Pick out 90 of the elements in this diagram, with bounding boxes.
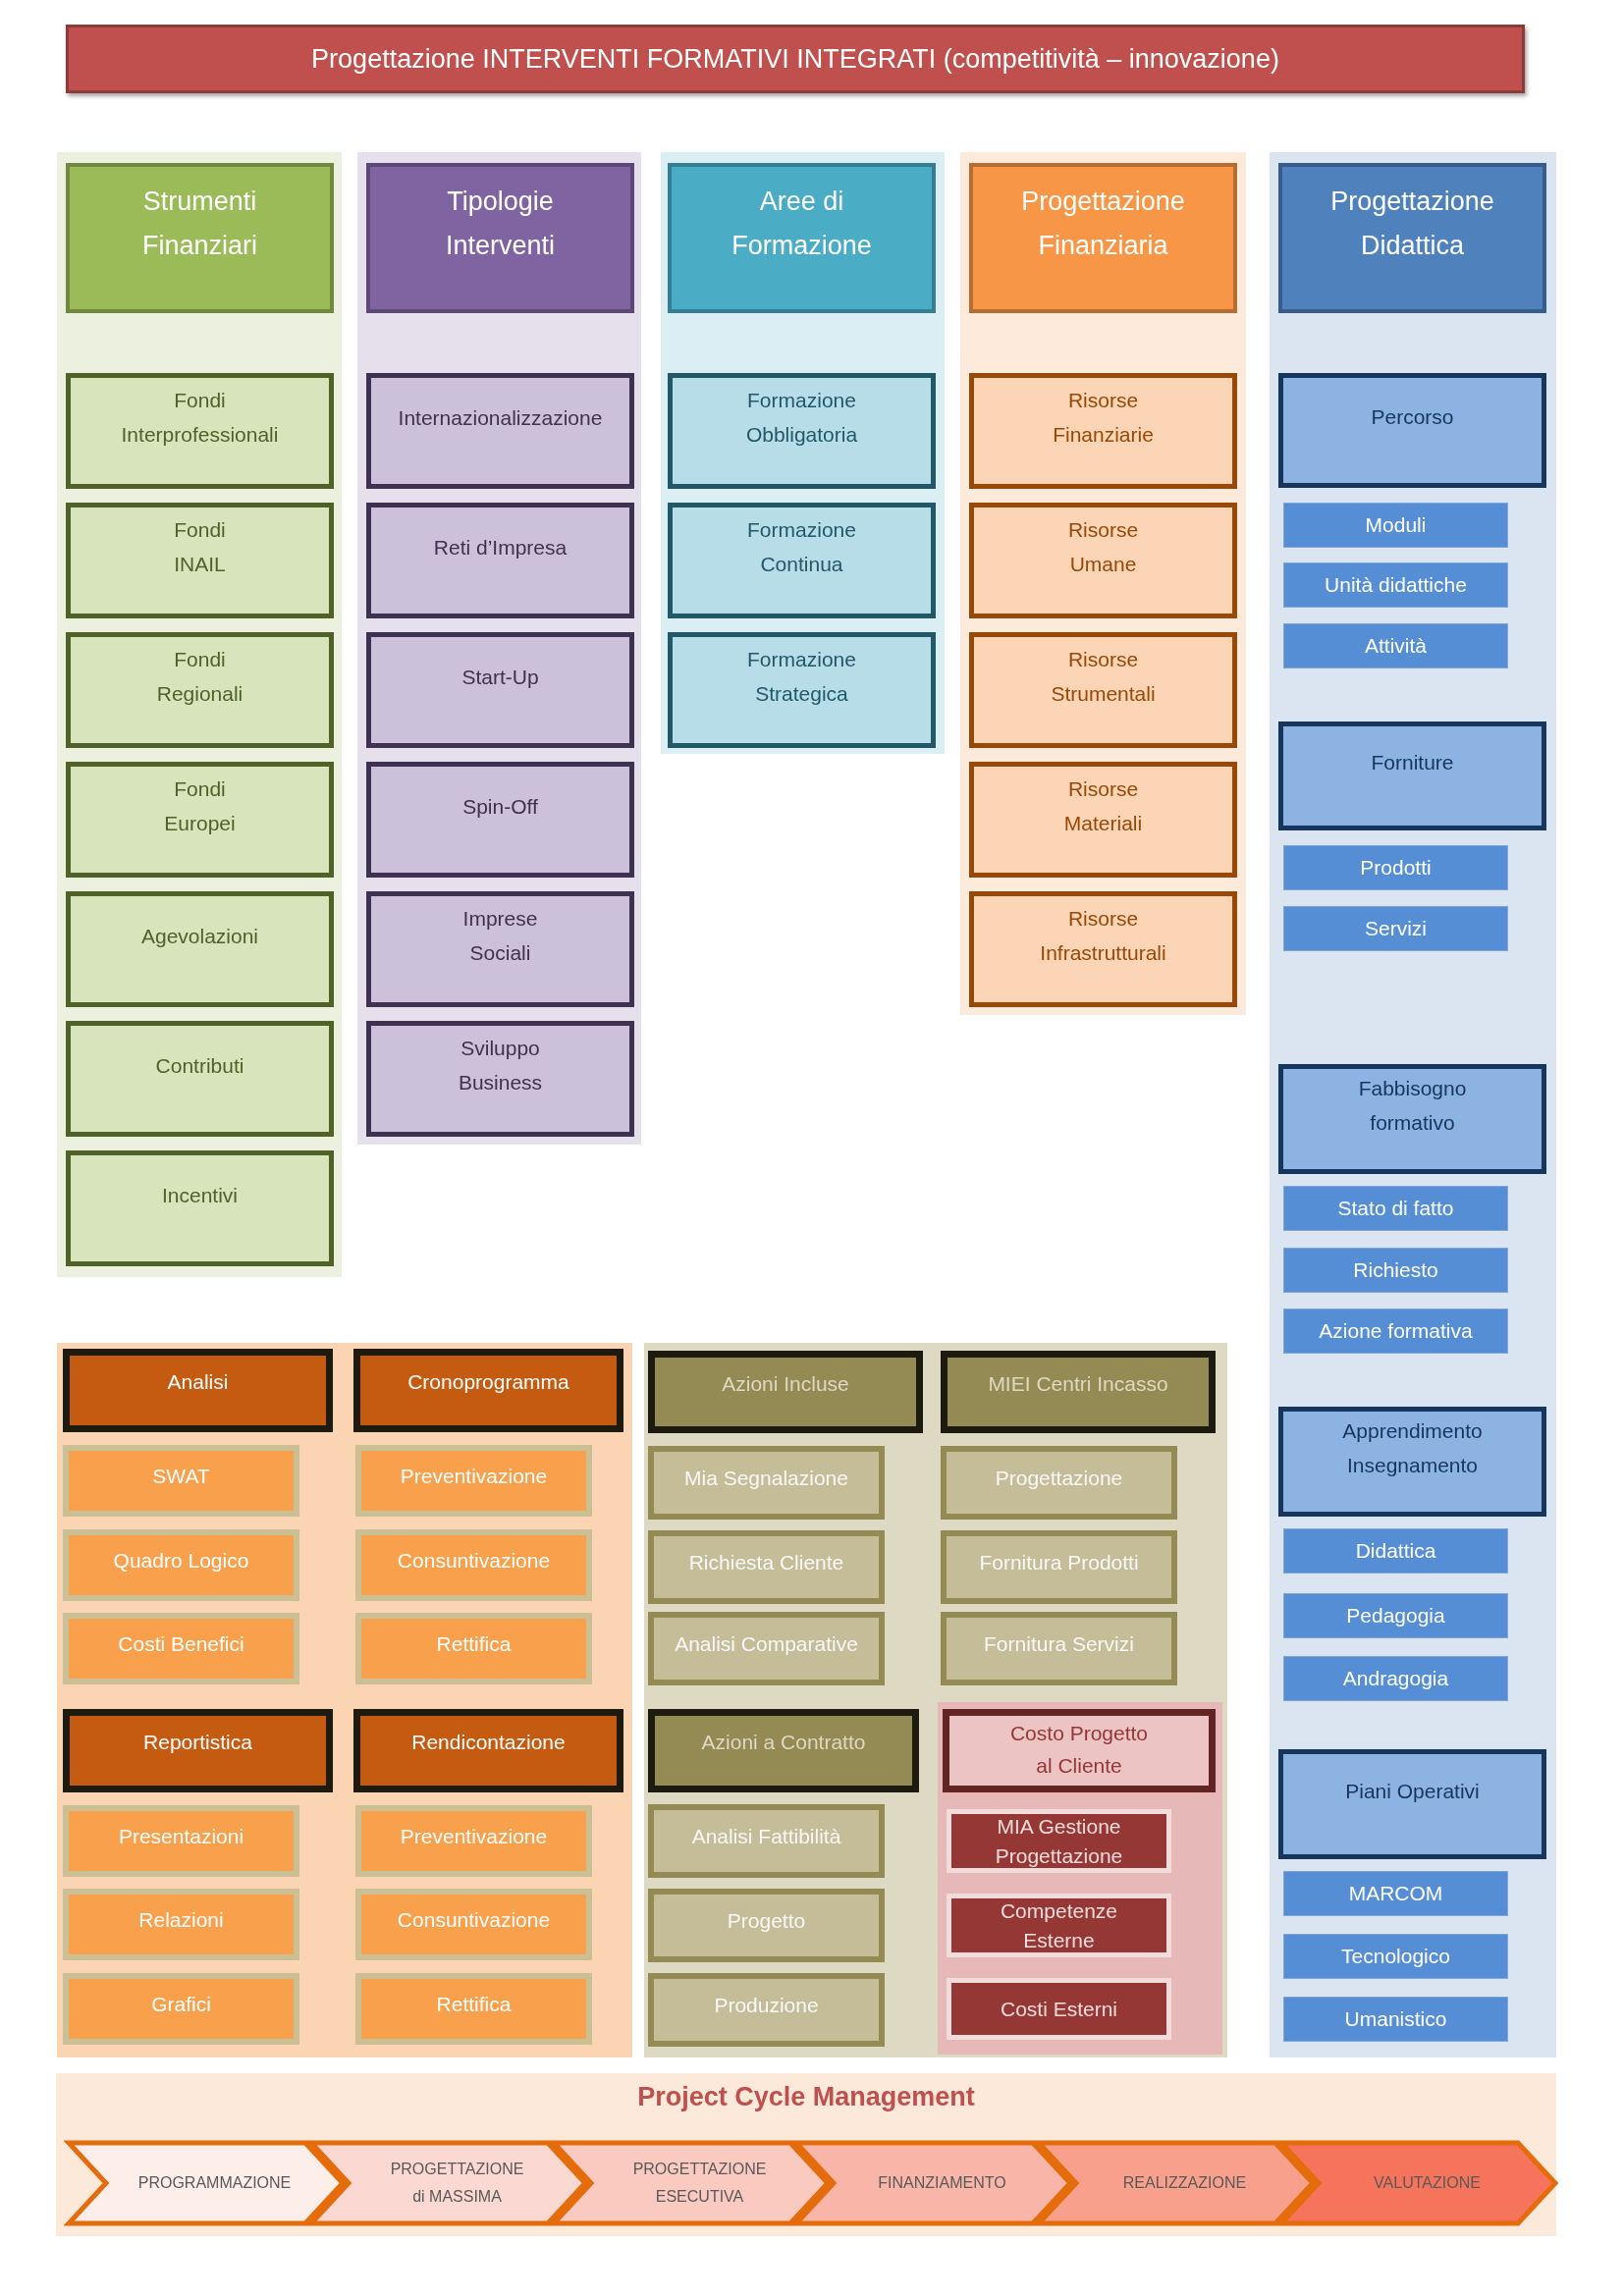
category-box: Start-Up	[366, 632, 634, 748]
group-panel	[644, 1343, 1227, 2057]
category-box: Formazione Strategica	[668, 632, 936, 748]
item-box: Preventivazione	[355, 1445, 592, 1517]
item-box: Analisi Fattibilità	[648, 1804, 885, 1878]
subitem-bar: Pedagogia	[1283, 1593, 1508, 1638]
category-box: Risorse Infrastrutturali	[969, 891, 1237, 1007]
item-box: Quadro Logico	[63, 1529, 299, 1601]
column-panel	[357, 152, 641, 1145]
subgroup-panel	[938, 1702, 1222, 2055]
item-box: Costi Benefici	[63, 1613, 299, 1684]
item-box: Rettifica	[355, 1613, 592, 1684]
subitem-bar: Servizi	[1283, 906, 1508, 951]
column-header: Strumenti Finanziari	[66, 163, 334, 313]
subitem-bar: Attività	[1283, 623, 1508, 668]
column-panel	[57, 152, 342, 1277]
subitem-bar: Moduli	[1283, 503, 1508, 548]
column-header: Tipologie Interventi	[366, 163, 634, 313]
item-box: Costi Esterni	[947, 1978, 1171, 2040]
group-header: Reportistica	[63, 1709, 333, 1792]
category-box: Spin-Off	[366, 762, 634, 878]
category-box: Agevolazioni	[66, 891, 334, 1007]
category-box: Risorse Materiali	[969, 762, 1237, 878]
group-header: Rendicontazione	[353, 1709, 623, 1792]
subitem-bar: Unità didattiche	[1283, 562, 1508, 608]
column-header: Aree di Formazione	[668, 163, 936, 313]
category-box: Internazionalizzazione	[366, 373, 634, 489]
chevron-step: VALUTAZIONE	[1276, 2138, 1560, 2228]
section-box: Apprendimento Insegnamento	[1278, 1407, 1546, 1517]
category-box: Risorse Strumentali	[969, 632, 1237, 748]
item-box: Consuntivazione	[355, 1529, 592, 1601]
item-box: Grafici	[63, 1973, 299, 2045]
column-header: Progettazione Finanziaria	[969, 163, 1237, 313]
item-box: Preventivazione	[355, 1805, 592, 1877]
subitem-bar: Stato di fatto	[1283, 1186, 1508, 1231]
subitem-bar: Richiesto	[1283, 1248, 1508, 1293]
item-box: MIA Gestione Progettazione	[947, 1809, 1171, 1873]
item-box: Progetto	[648, 1889, 885, 1962]
subitem-bar: Umanistico	[1283, 1997, 1508, 2042]
item-box: Progettazione	[941, 1446, 1177, 1520]
category-box: Sviluppo Business	[366, 1021, 634, 1137]
column-panel	[960, 152, 1246, 1015]
item-box: Analisi Comparative	[648, 1612, 885, 1685]
group-panel	[57, 1343, 632, 2057]
subitem-bar: Andragogia	[1283, 1656, 1508, 1701]
item-box: Fornitura Prodotti	[941, 1530, 1177, 1604]
subitem-bar: MARCOM	[1283, 1871, 1508, 1916]
section-box: Piani Operativi	[1278, 1749, 1546, 1859]
section-title: Project Cycle Management	[637, 2081, 975, 2112]
item-box: SWAT	[63, 1445, 299, 1517]
item-box: Produzione	[648, 1973, 885, 2047]
column-panel	[661, 152, 945, 754]
title-banner: Progettazione INTERVENTI FORMATIVI INTEGRATI (competitività – innovazione)	[66, 25, 1525, 93]
column-header: Progettazione Didattica	[1278, 163, 1546, 313]
item-box: Rettifica	[355, 1973, 592, 2045]
group-header: Azioni Incluse	[648, 1351, 923, 1433]
item-box: Relazioni	[63, 1889, 299, 1960]
chevron-step: PROGRAMMAZIONE	[64, 2138, 348, 2228]
item-box: Mia Segnalazione	[648, 1446, 885, 1520]
group-header: Cronoprogramma	[353, 1349, 623, 1432]
group-header: MIEI Centri Incasso	[941, 1351, 1216, 1433]
cycle-band	[56, 2073, 1556, 2236]
item-box: Competenze Esterne	[947, 1894, 1171, 1957]
category-box: Formazione Continua	[668, 503, 936, 618]
item-box: Fornitura Servizi	[941, 1612, 1177, 1685]
category-box: Risorse Umane	[969, 503, 1237, 618]
column-panel	[1270, 152, 1556, 2057]
section-box: Fabbisogno formativo	[1278, 1064, 1546, 1174]
group-header: Analisi	[63, 1349, 333, 1432]
category-box: Imprese Sociali	[366, 891, 634, 1007]
group-header: Costo Progetto al Cliente	[943, 1709, 1216, 1792]
subitem-bar: Azione formativa	[1283, 1308, 1508, 1354]
section-box: Percorso	[1278, 373, 1546, 488]
group-header: Azioni a Contratto	[648, 1709, 919, 1792]
category-box: Risorse Finanziarie	[969, 373, 1237, 489]
category-box: Fondi Europei	[66, 762, 334, 878]
category-box: Fondi Regionali	[66, 632, 334, 748]
section-box: Forniture	[1278, 721, 1546, 830]
category-box: Incentivi	[66, 1150, 334, 1266]
subitem-bar: Prodotti	[1283, 845, 1508, 890]
subitem-bar: Didattica	[1283, 1528, 1508, 1574]
subitem-bar: Tecnologico	[1283, 1934, 1508, 1979]
category-box: Fondi Interprofessionali	[66, 373, 334, 489]
item-box: Consuntivazione	[355, 1889, 592, 1960]
category-box: Fondi INAIL	[66, 503, 334, 618]
category-box: Formazione Obbligatoria	[668, 373, 936, 489]
category-box: Reti d’Impresa	[366, 503, 634, 618]
category-box: Contributi	[66, 1021, 334, 1137]
item-box: Presentazioni	[63, 1805, 299, 1877]
item-box: Richiesta Cliente	[648, 1530, 885, 1604]
